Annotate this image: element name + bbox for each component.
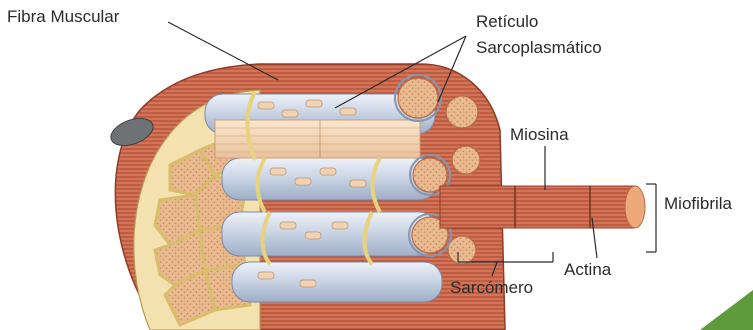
corner-accent (700, 290, 753, 330)
label-miofibrila: Miofibrila (664, 194, 732, 214)
label-miosina: Miosina (510, 125, 569, 145)
label-actina: Actina (564, 260, 611, 280)
label-reticulo-line1: Retículo (476, 12, 538, 32)
myofibril-extended (440, 186, 645, 228)
label-reticulo-line2: Sarcoplasmático (476, 38, 602, 58)
label-fibra-muscular: Fibra Muscular (7, 7, 119, 27)
label-sarcomero: Sarcómero (450, 278, 533, 298)
